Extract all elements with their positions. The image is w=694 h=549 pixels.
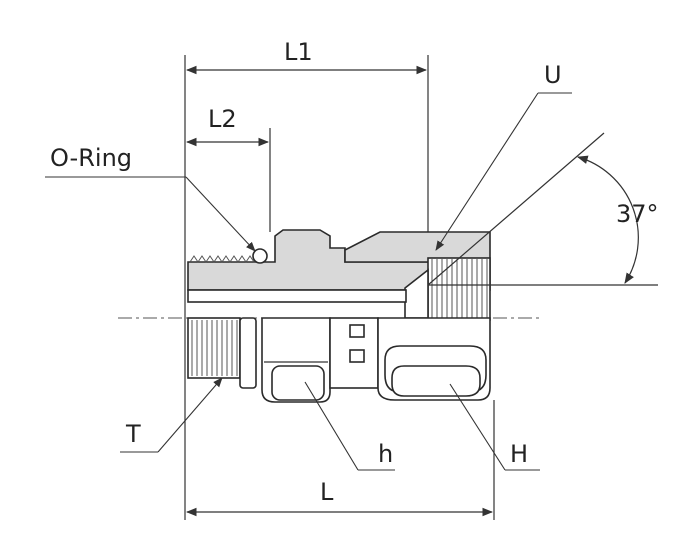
label-l1: L1	[284, 38, 313, 66]
angle-37	[427, 132, 658, 286]
lower-view	[187, 317, 491, 403]
label-u: U	[544, 61, 562, 89]
label-h-large: H	[510, 440, 528, 468]
label-angle: 37°	[616, 200, 659, 228]
leader-lines	[45, 92, 572, 471]
label-h-small: h	[378, 440, 393, 468]
o-ring-circle	[252, 248, 268, 264]
extension-lines	[184, 55, 495, 520]
label-t: T	[125, 420, 141, 448]
upper-section	[187, 229, 491, 321]
label-l: L	[320, 478, 334, 506]
label-l2: L2	[208, 105, 237, 133]
label-o-ring: O-Ring	[50, 144, 132, 172]
